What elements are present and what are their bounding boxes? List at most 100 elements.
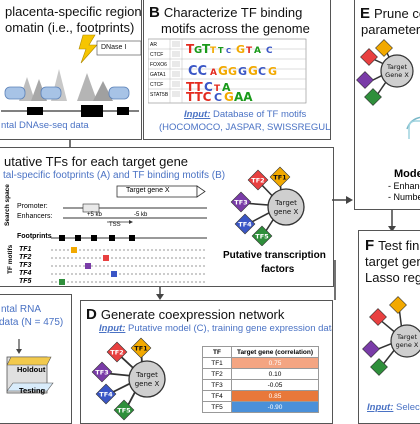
- panel-b-input-2: (HOCOMOCO, JASPAR, SWISSREGULON): [159, 122, 331, 133]
- svg-text:Target: Target: [274, 199, 297, 207]
- svg-text:TF4: TF4: [238, 221, 252, 229]
- dnase-bolt-icon: [78, 34, 98, 64]
- enhancers-label: Enhancers:: [17, 213, 53, 220]
- putative-title-2: factors: [261, 264, 295, 275]
- panel-b-title-line1: Characterize TF binding: [163, 5, 303, 20]
- svg-text:TF3: TF3: [95, 369, 108, 377]
- motif-label-4: CTCF: [150, 82, 164, 88]
- promoter-label: Promoter:: [17, 203, 48, 210]
- svg-text:TF2: TF2: [251, 177, 264, 185]
- tf-motifs-label: TF motifs: [7, 244, 14, 274]
- tf-row-2: TF2: [19, 254, 32, 261]
- svg-text:TF4: TF4: [99, 391, 113, 399]
- svg-text:T: T: [210, 46, 217, 56]
- svg-text:T: T: [218, 46, 224, 55]
- panel-b-input-text: Database of TF motifs: [210, 109, 307, 120]
- panel-d-input-label: Input:: [99, 323, 126, 334]
- panel-a: placenta-specific regions omatin (i.e., …: [0, 0, 142, 140]
- svg-text:T: T: [202, 42, 211, 56]
- panel-a-title-line2: omatin (i.e., footprints): [5, 20, 135, 35]
- table-header-corr: Target gene (correlation): [231, 346, 319, 358]
- panel-e-model-title: Mode: [394, 168, 420, 180]
- putative-title-1: Putative transcription: [223, 250, 326, 261]
- panel-c-subtitle: tal-specific footprints (A) and TF bindi…: [3, 170, 226, 181]
- panel-f-letter: F: [365, 237, 375, 254]
- search-space-label: Search space: [4, 184, 11, 226]
- rna-line-1: ntal RNA: [1, 304, 42, 315]
- dnase-diagram: [1, 34, 141, 117]
- panel-f-input-text: Selec: [393, 402, 420, 413]
- table-cell-value: -0.90: [231, 401, 319, 413]
- panel-d-letter: D: [86, 306, 97, 323]
- panel-b-input-label: Input:: [184, 109, 211, 120]
- svg-text:Target: Target: [396, 333, 418, 341]
- motif-label-2: FOXO6: [150, 62, 167, 68]
- motif-label-5: STAT5B: [150, 92, 169, 98]
- table-cell-tf: TF2: [202, 368, 232, 380]
- svg-text:Target: Target: [386, 63, 408, 71]
- svg-text:C: C: [214, 91, 222, 104]
- motif-table: T G T T T C G T A C CC A G G G G C G TT …: [148, 38, 307, 104]
- dnase-label: DNase I: [101, 44, 127, 51]
- panel-rna: ntal RNA data (N = 475) Holdout Testing: [0, 294, 72, 424]
- table-row: TF3 -0.05: [202, 379, 319, 391]
- panel-d-input-text: Putative model (C), training gene expres…: [125, 323, 333, 334]
- panel-c-title: utative TFs for each target gene: [4, 154, 189, 169]
- svg-text:gene X: gene X: [135, 380, 160, 388]
- table-row: TF4 0.85: [202, 390, 319, 402]
- svg-text:A: A: [210, 68, 217, 78]
- svg-text:G: G: [224, 90, 234, 104]
- svg-text:TF3: TF3: [234, 199, 247, 207]
- motif-label-3: GATA1: [150, 72, 166, 78]
- minus5kb-label: -5 kb: [134, 212, 148, 218]
- panel-f-title-line3: Lasso regre: [365, 270, 420, 285]
- putative-network: Target gene X TF1 TF2 TF3 TF4 TF5: [230, 166, 305, 246]
- table-row: TF5 -0.90: [202, 401, 319, 413]
- svg-text:G: G: [248, 64, 258, 78]
- table-row: TF1 0.75: [202, 357, 319, 369]
- motif-label-0: AR: [150, 42, 157, 48]
- testing-label: Testing: [19, 386, 46, 395]
- panel-f-title-line1: Test final: [378, 238, 420, 253]
- svg-text:TF1: TF1: [134, 345, 148, 353]
- svg-text:C: C: [266, 46, 273, 56]
- panel-f-title-line2: target gene: [365, 254, 420, 269]
- table-cell-value: 0.10: [231, 368, 319, 380]
- svg-text:TTC: TTC: [186, 90, 212, 104]
- svg-text:G: G: [228, 65, 237, 78]
- coexpression-network: Target gene X TF1 TF2 TF3 TF4 TF5: [91, 337, 166, 421]
- svg-text:G: G: [218, 64, 228, 78]
- svg-text:A: A: [254, 46, 261, 56]
- svg-text:AA: AA: [234, 90, 253, 104]
- footprints-label: Footprints: [17, 233, 52, 240]
- svg-text:T: T: [214, 84, 221, 94]
- panel-e-title-line1: Prune coe: [374, 6, 420, 21]
- panel-e-model-item-1: - Numbe: [388, 192, 420, 202]
- panel-e-model-item-0: - Enhanc: [388, 181, 420, 191]
- svg-text:gene X: gene X: [274, 208, 299, 216]
- plus5kb-label: +5 kb: [87, 212, 102, 218]
- panel-c: utative TFs for each target gene tal-spe…: [0, 147, 334, 287]
- svg-text:T: T: [186, 42, 195, 56]
- svg-text:Target: Target: [135, 371, 158, 379]
- correlation-table: TF Target gene (correlation) TF1 0.75 TF…: [202, 346, 319, 413]
- svg-text:CC: CC: [188, 64, 207, 79]
- panel-b-input: Input: Database of TF motifs: [184, 109, 306, 120]
- svg-text:gene X: gene X: [396, 341, 419, 349]
- panel-a-title-line1: placenta-specific regions: [5, 4, 142, 19]
- correlation-table-wrap: TF Target gene (correlation) TF1 0.75 TF…: [202, 346, 319, 413]
- rna-line-2: data (N = 475): [0, 317, 63, 328]
- rna-line-2-text: data (N = 475): [0, 317, 64, 328]
- panel-f-input-label: Input:: [367, 402, 394, 413]
- motif-label-1: CTCF: [150, 52, 164, 58]
- target-gene-label: Target gene X: [126, 187, 170, 194]
- svg-text:TF2: TF2: [110, 349, 123, 357]
- panel-f-input: Input: Selec: [367, 402, 420, 413]
